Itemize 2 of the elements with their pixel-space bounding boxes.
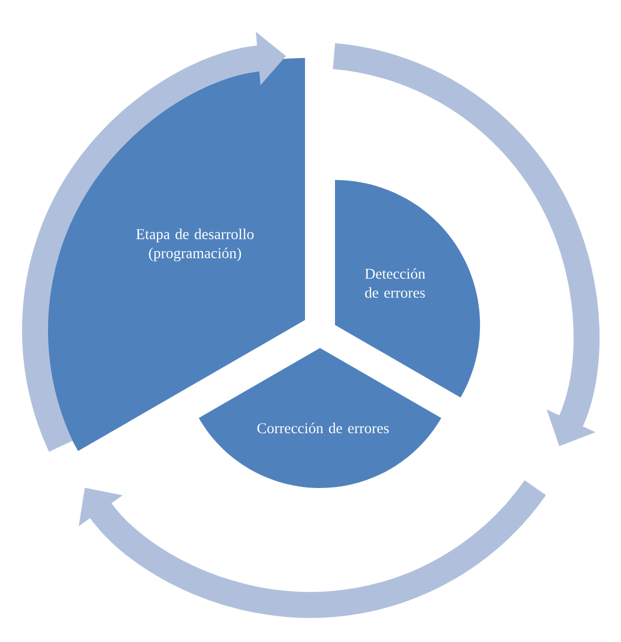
sector: Corrección de errores: [198, 348, 442, 488]
sector: Detección de errores: [335, 180, 480, 398]
